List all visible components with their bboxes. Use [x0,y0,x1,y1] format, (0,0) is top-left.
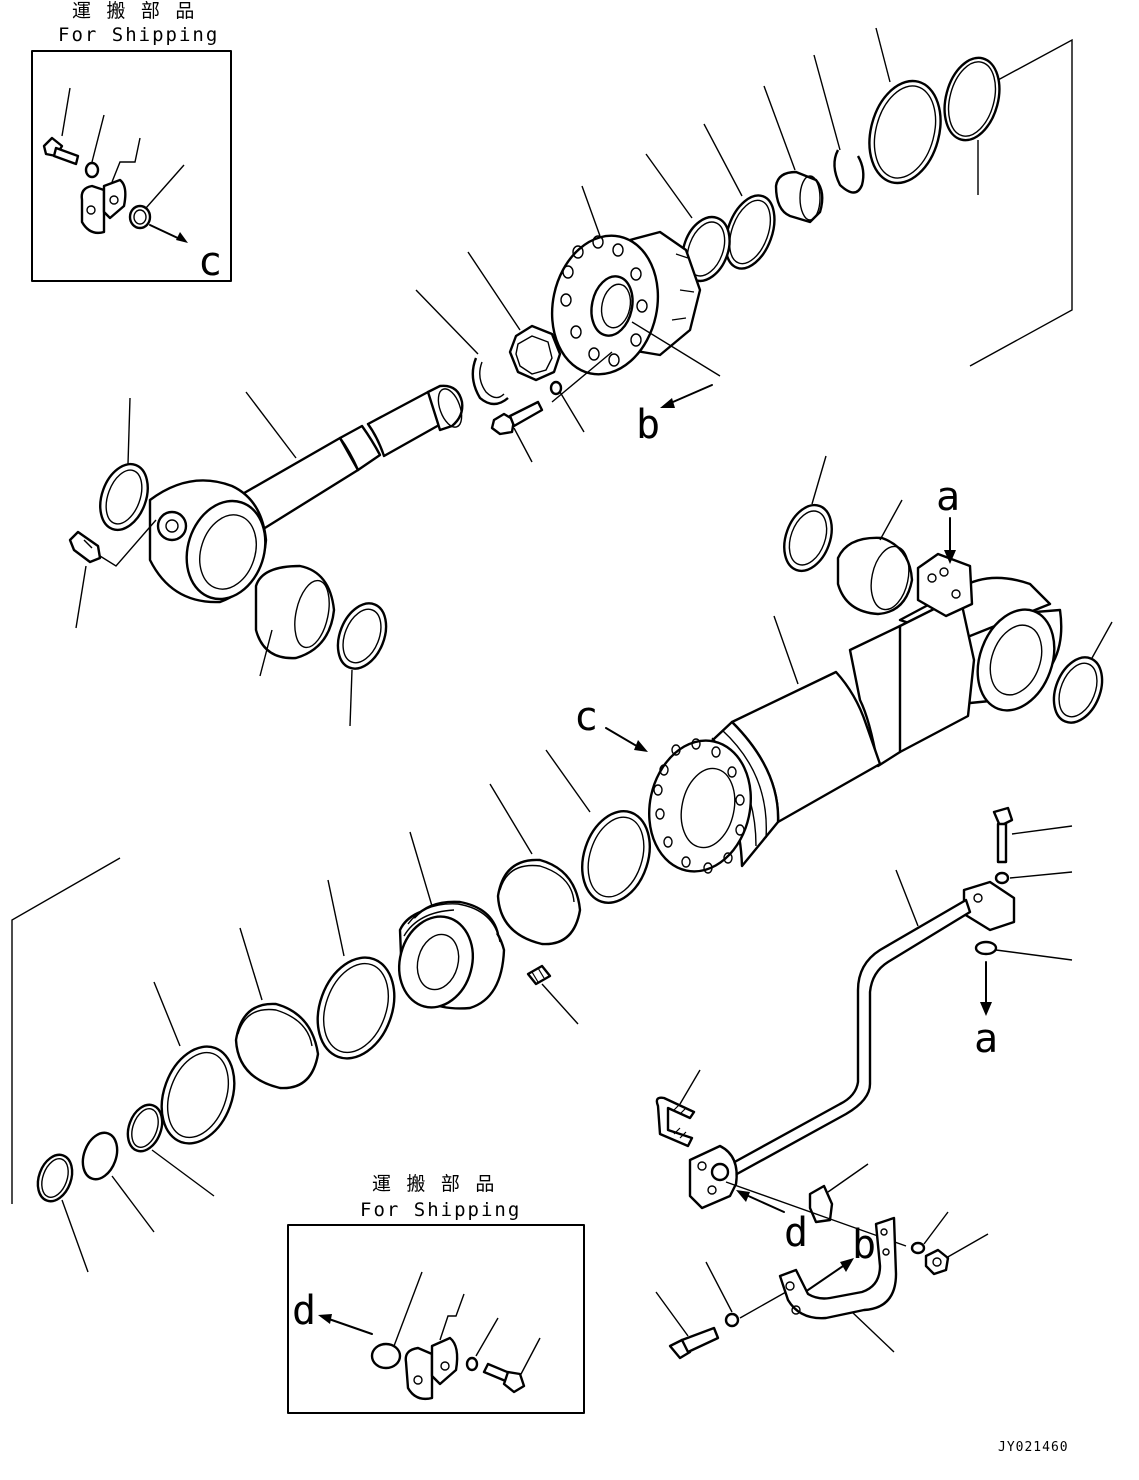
head-bolt-part [490,380,585,463]
bushing-part [763,85,824,224]
piston-ring-part [316,879,396,1060]
tube-arrow-a: a [936,474,960,564]
piston-group-bracket [11,857,121,1204]
wire-ring-part [943,38,1073,367]
bracket-bolt-part [655,1261,787,1360]
dust-seal-rod-end-part [99,397,149,532]
bolt-part [42,87,80,166]
retaining-ring-part [415,289,509,406]
shipping-box-bottom-title-en: For Shipping [360,1199,521,1221]
marker-b-bracket: b [852,1222,876,1268]
split-flange-part [80,137,141,235]
bracket-arrow-b: b [807,1222,876,1291]
bracket-nut-part [924,1233,989,1276]
washer-part [84,114,105,179]
cap-part [370,1271,423,1370]
buffer-ring-part [645,153,731,283]
o-ring-end-part [36,1153,89,1273]
o-ring-lower-part [81,1131,155,1233]
shipping-box-bottom-title-jp: 運 搬 部 品 [372,1173,496,1195]
clamp-part [808,1163,869,1224]
piston-nut-part [467,251,562,382]
shipping-parts-box-bottom: 運 搬 部 品 For Shipping d [287,1173,585,1414]
rod-end-bushing-part [254,564,336,677]
drawing-code: JY021460 [998,1440,1069,1455]
head-bolt-holes [560,235,648,367]
marker-a-pipe: a [974,1016,998,1062]
marker-a-top: a [936,474,960,520]
rod-packing-part [703,123,776,270]
marker-d-pipe: d [784,1210,808,1256]
cylinder-head-part [550,185,721,403]
shipping-box-top-title-en: For Shipping [58,24,219,46]
o-ring-part [128,164,188,243]
grease-fitting-part [68,519,157,629]
u-bolt-part [655,1069,701,1148]
piston-wear-ring-part [234,927,320,1090]
wear-ring-part [489,783,582,946]
backup-ring-part [868,27,942,185]
pipe-oring-part [974,940,1073,961]
piston-seal-ring-part [545,749,651,904]
shipping-box-top-arrow-label: c [198,239,222,285]
tube-arrow-c: c [574,694,648,752]
tube-pipe-part [688,869,1016,1210]
tube-flange-holes [653,738,745,874]
split-flange-bottom-part [404,1293,465,1401]
piston-part [398,831,506,1010]
washer-bottom-part [465,1317,499,1372]
pipe-bolt-part [992,806,1073,864]
tube-end-bushing-part [836,499,914,616]
shipping-box-top-title-jp: 運 搬 部 品 [72,0,196,22]
piston-rod-part [148,384,464,604]
head-arrow-b: b [636,384,713,448]
seal-ring-lower-part [153,981,236,1145]
tube-end-seal-part [783,455,833,573]
marker-c-cyl: c [574,694,598,740]
pipe-arrow-a: a [974,961,998,1062]
bracket-washer-part [910,1211,949,1255]
snap-ring-part [813,54,865,194]
backup-ring-lower-part [126,1103,215,1197]
shipping-parts-box-top: 運 搬 部 品 For Shipping c [31,0,232,285]
rod-end-seal-part [336,602,388,727]
shipping-box-bottom-arrow-label: d [292,1288,316,1334]
cylinder-tube-part [648,552,1063,874]
tube-end-outer-seal-part [1052,621,1113,724]
bolt-bottom-part [482,1337,541,1394]
bracket-part [778,1216,898,1353]
pipe-washer-part [994,871,1073,885]
marker-b-head: b [636,402,660,448]
set-screw-part [526,964,579,1025]
pipe-arrow-d: d [736,1190,808,1256]
